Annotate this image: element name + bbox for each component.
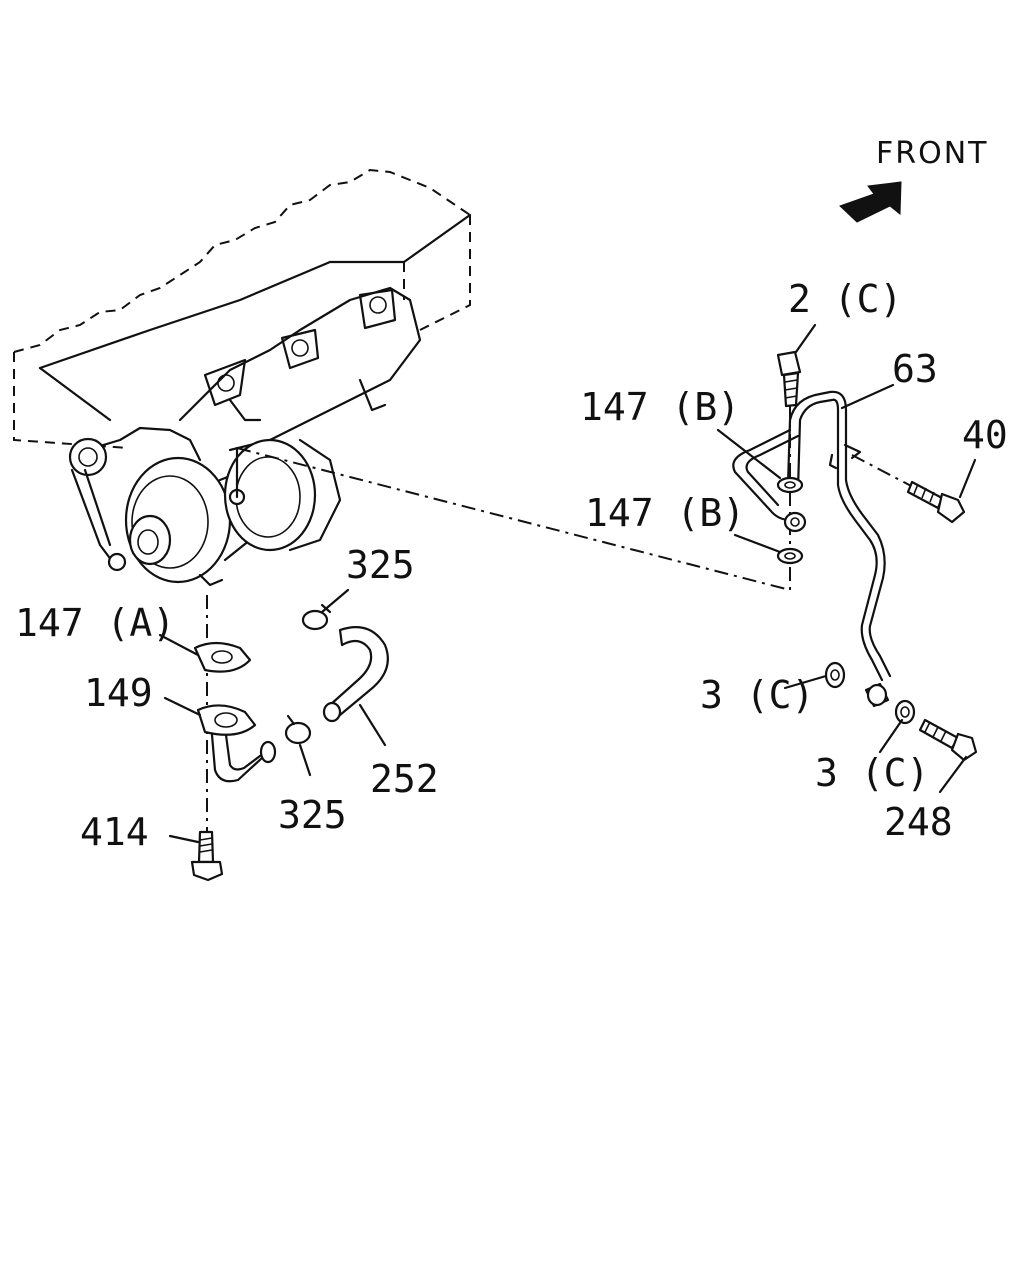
gasket-147a	[193, 641, 252, 673]
bolt-248	[918, 718, 978, 762]
hose-252	[322, 626, 389, 723]
banjo-bolt-2c	[776, 350, 802, 408]
callout-147a: 147 (A)	[15, 601, 175, 645]
callout-248: 248	[884, 800, 953, 844]
drain-pipe-149	[196, 704, 277, 783]
callout-40: 40	[962, 413, 1008, 457]
callout-414: 414	[80, 810, 149, 854]
turbocharger	[68, 398, 342, 587]
callout-2c: 2 (C)	[788, 277, 902, 321]
callout-325-bottom: 325	[278, 793, 347, 837]
lower-banjo-fitting	[864, 682, 890, 708]
front-arrow-icon	[839, 181, 902, 223]
callout-63: 63	[892, 347, 938, 391]
callout-325-top: 325	[346, 543, 415, 587]
washer-3c-left	[824, 661, 846, 689]
exhaust-manifold	[178, 286, 422, 452]
washer-147b-top	[776, 476, 804, 494]
oil-feed-connection-line	[236, 447, 791, 592]
washer-3c-right	[894, 699, 916, 725]
bolt-414	[190, 830, 224, 882]
bolt-40-centerline	[851, 454, 916, 489]
callout-147b-top: 147 (B)	[580, 385, 740, 429]
callout-3c-right: 3 (C)	[815, 751, 929, 795]
front-label: FRONT	[876, 136, 988, 171]
leader-lines	[158, 323, 977, 844]
callout-147b-bottom: 147 (B)	[585, 491, 745, 535]
engine-block	[13, 168, 472, 449]
washer-147b-bottom	[776, 547, 804, 565]
banjo-fitting	[783, 511, 807, 533]
callout-3c-left: 3 (C)	[700, 673, 814, 717]
callout-252: 252	[370, 757, 439, 801]
clamp-325-bottom	[284, 714, 312, 745]
oil-feed-pipe-63	[732, 390, 892, 682]
bolt-40	[906, 480, 966, 524]
callout-149: 149	[84, 671, 153, 715]
